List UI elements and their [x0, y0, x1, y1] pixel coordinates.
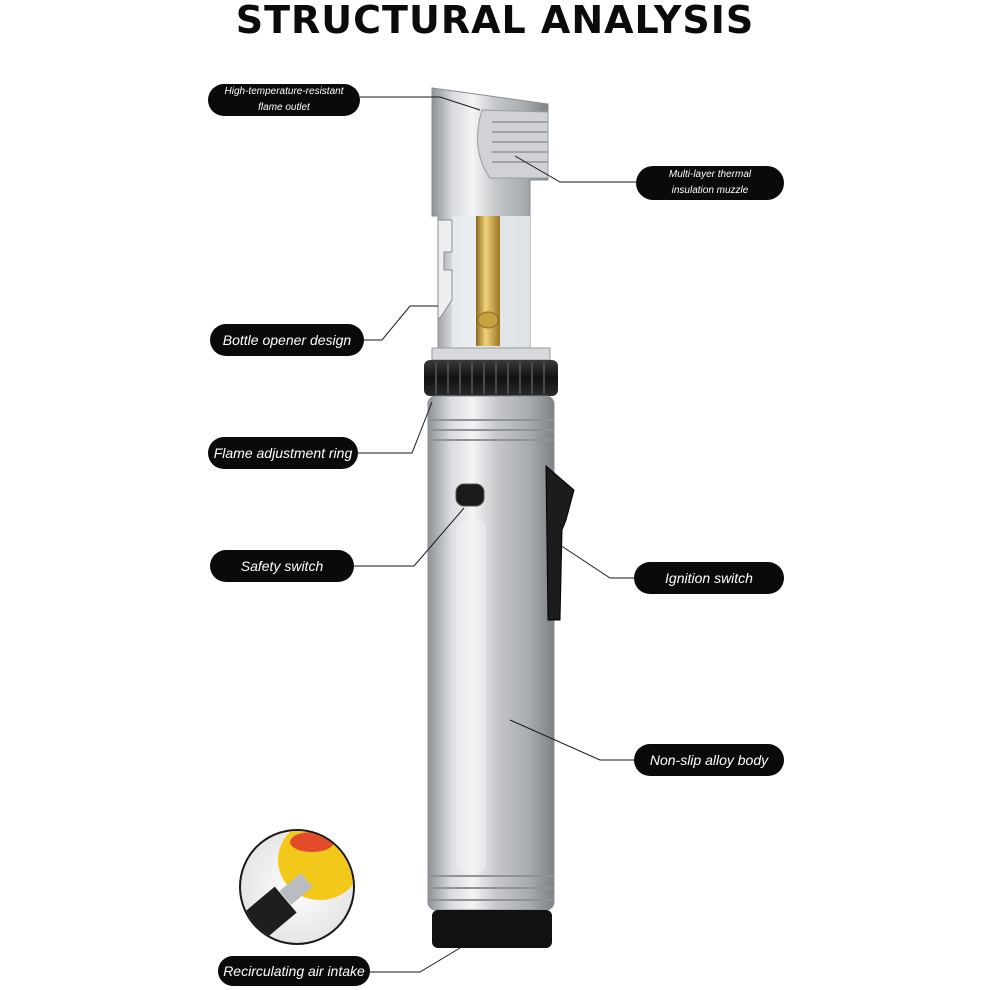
label-muzzle: Multi-layer thermal insulation muzzle [636, 166, 784, 200]
muzzle-grooves [492, 121, 548, 163]
label-flame-outlet-line2: flame outlet [258, 102, 310, 113]
muzzle-head [431, 87, 549, 349]
label-air-intake: Recirculating air intake [218, 956, 370, 986]
ignition-trigger [545, 464, 575, 621]
base-cap [432, 910, 552, 948]
label-muzzle-line1: Multi-layer thermal [668, 169, 752, 180]
label-flame-outlet: High-temperature-resistant flame outlet [208, 84, 360, 116]
leader-lines [354, 96, 636, 973]
label-safety-switch: Safety switch [210, 550, 354, 582]
label-adjustment-ring: Flame adjustment ring [208, 437, 358, 469]
label-bottle-opener: Bottle opener design [210, 324, 364, 356]
label-muzzle-line2: insulation muzzle [671, 185, 749, 196]
alloy-body [427, 395, 575, 948]
adjustment-ring [424, 347, 558, 396]
label-alloy-body: Non-slip alloy body [634, 744, 784, 776]
label-ignition-switch: Ignition switch [634, 562, 784, 594]
page-title: STRUCTURAL ANALYSIS [235, 0, 755, 42]
air-intake-inset [239, 829, 355, 945]
gas-window [456, 520, 486, 872]
bottle-opener-notch [437, 219, 453, 319]
label-flame-outlet-line1: High-temperature-resistant [224, 86, 344, 97]
safety-switch-button [455, 483, 485, 507]
